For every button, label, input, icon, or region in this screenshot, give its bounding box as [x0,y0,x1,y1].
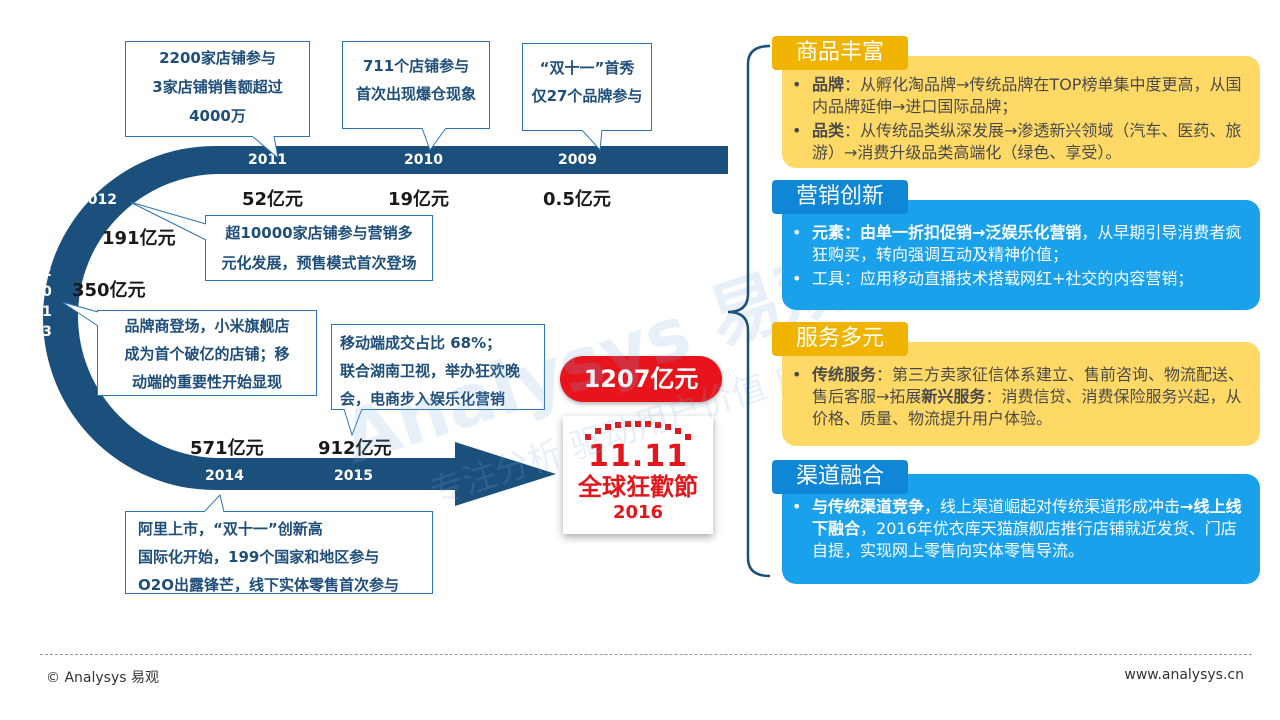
callout-2015: 移动端成交占比 68%； 联合湖南卫视，举办狂欢晚 会，电商步入娱乐化营销 [331,324,545,410]
logo-line-3: 2016 [612,502,664,523]
year-2009: 2009 [558,152,597,168]
logo-line-1: 11.11 [588,439,688,474]
callout-2009-pointer [581,130,603,152]
footer-divider [40,654,1252,655]
panel-marketing-innovation: 元素：由单一折扣促销→泛娱乐化营销，从早期引导消费者疯狂购买，转向强调互动及精神… [782,200,1260,310]
callout-2012-pointer [129,201,207,241]
year-2012: 2012 [78,192,117,208]
panel-title-service-diversity: 服务多元 [772,322,909,356]
double-eleven-logo: 11.11 全球狂歡節 2016 [563,416,713,534]
footer-copyright: © Analysys 易观 [46,670,159,686]
callout-2010: 711个店铺参与 首次出现爆仓现象 [342,41,490,129]
timeline-arc [43,146,728,506]
bracket-brace [727,44,771,578]
panel-product-richness: 品牌：从孵化淘品牌→传统品牌在TOP榜单集中度更高，从国内品牌延伸→进口国际品牌… [782,56,1260,168]
callout-2015-pointer [343,409,363,437]
panel-title-marketing-innovation: 营销创新 [772,180,909,214]
callout-2013: 品牌商登场，小米旗舰店 成为首个破亿的店铺；移 动端的重要性开始显现 [97,310,317,396]
logo-line-2: 全球狂歡節 [578,473,698,501]
amount-2011: 52亿元 [242,189,304,210]
timeline-band [43,146,728,506]
amount-2012: 191亿元 [102,228,176,249]
footer-website[interactable]: www.analysys.cn [1124,667,1244,683]
amount-2009: 0.5亿元 [543,189,611,210]
panel-title-channel-integration: 渠道融合 [772,460,909,494]
callout-2011-pointer [251,136,279,160]
callout-2014: 阿里上市，“双十一”创新高 国际化开始，199个国家和地区参与 O2O出露锋芒，… [125,511,433,594]
callout-2013-pointer [61,301,99,327]
callout-2009: “双十一”首秀 仅27个品牌参与 [522,43,652,131]
logo-crown-icon [585,421,691,440]
year-2010: 2010 [404,152,443,168]
panel-title-product-richness: 商品丰富 [772,36,909,70]
callout-2012: 超10000家店铺参与营销多 元化发展，预售模式首次登场 [205,215,433,281]
amount-2013: 350亿元 [72,280,146,301]
panel-service-diversity: 传统服务：第三方卖家征信体系建立、售前咨询、物流配送、售后客服→拓展新兴服务：消… [782,342,1260,446]
callout-2011: 2200家店铺参与 3家店铺销售额超过 4000万 [125,41,310,137]
amount-2015: 912亿元 [318,438,392,459]
callout-2010-pointer [421,128,447,152]
amount-2016-badge: 1207亿元 [560,356,722,402]
amount-2010: 19亿元 [388,189,450,210]
amount-2014: 571亿元 [190,438,264,459]
year-2014: 2014 [205,468,244,484]
year-2013: 2 0 1 3 [42,264,52,340]
year-2015: 2015 [334,468,373,484]
callout-2014-pointer [203,493,225,513]
